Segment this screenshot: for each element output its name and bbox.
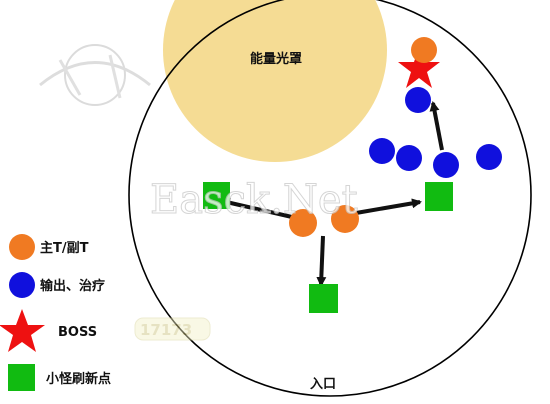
energy-shield-label: 能量光罩 (250, 51, 302, 67)
spawn-point-right (425, 182, 453, 211)
entrance-label: 入口 (310, 377, 336, 392)
tank-at-boss (411, 37, 437, 63)
tank-1 (289, 209, 317, 237)
legend-tank-label: 主T/副T (40, 240, 89, 256)
arena-boundary (128, 0, 532, 397)
dps-healer-3 (396, 145, 422, 171)
tank-2 (331, 205, 359, 233)
legend-tank-swatch (9, 234, 35, 260)
legend-boss-label: BOSS (58, 325, 97, 340)
dps-healer-2 (369, 138, 395, 164)
legend-spawn-swatch (8, 364, 35, 391)
small-logo-watermark: 17173 (134, 317, 211, 341)
arrow-to-boss (429, 101, 444, 151)
spawn-point-left (203, 182, 230, 209)
legend-dps-label: 输出、治疗 (40, 278, 105, 294)
boss-marker (398, 47, 440, 88)
site-watermark-text: Easck.Net (150, 177, 358, 223)
dps-healer-5 (476, 144, 502, 170)
svg-text:17173: 17173 (140, 321, 192, 339)
site-logo-watermark (39, 44, 151, 106)
dps-healer-1 (405, 87, 431, 113)
legend-boss-swatch (0, 309, 45, 352)
spawn-point-bottom (309, 284, 338, 313)
legend-spawn-label: 小怪刷新点 (46, 371, 111, 387)
legend: 主T/副T 输出、治疗 BOSS 小怪刷新点 (0, 234, 111, 391)
arrow-to-left-spawn (220, 197, 293, 219)
arrow-to-right-spawn (355, 198, 422, 215)
dps-healer-4 (433, 152, 459, 178)
arrow-to-bottom-spawn (316, 235, 327, 287)
legend-dps-swatch (9, 272, 35, 298)
energy-shield (163, 0, 387, 162)
